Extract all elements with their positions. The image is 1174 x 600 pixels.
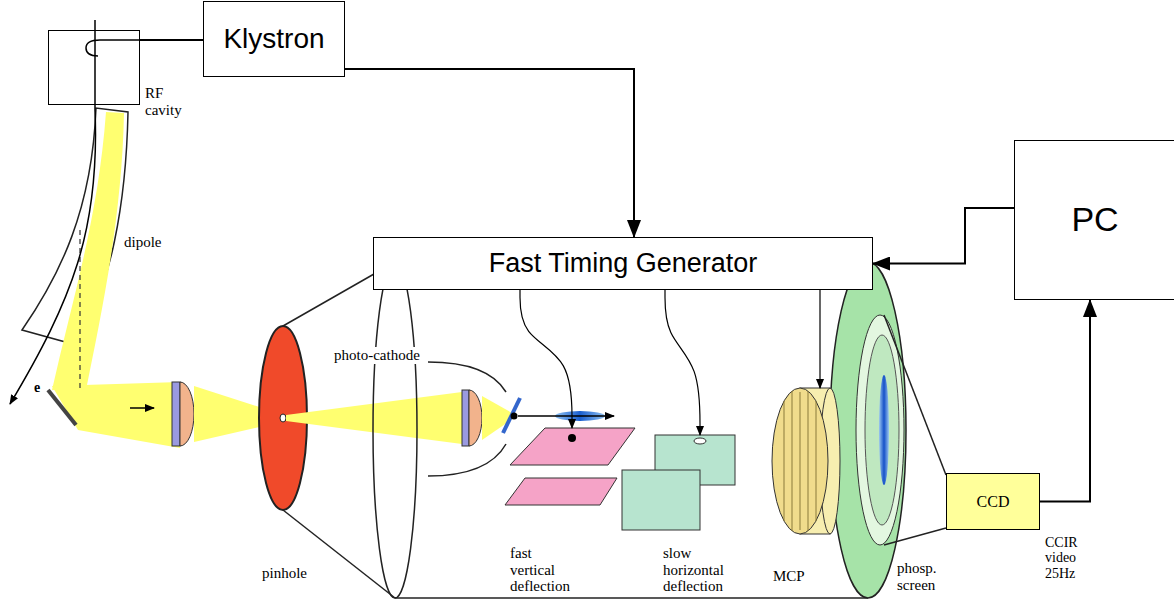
lens: [469, 390, 482, 446]
plate-contact: [694, 438, 706, 444]
timing-generator-box: Fast Timing Generator: [373, 237, 873, 290]
mirror: [48, 390, 76, 425]
lens-mount: [462, 390, 469, 446]
connector: [819, 290, 820, 388]
vertical-deflection-plates: fast vertical deflection: [500, 428, 640, 597]
deflection-plate: [510, 428, 635, 465]
lens-mount: [172, 382, 180, 446]
tube-end: [373, 262, 417, 598]
part-label: dipole: [124, 234, 162, 251]
mcp-part: MCP: [765, 388, 835, 587]
mcp-channels: [784, 391, 816, 531]
connector: [665, 290, 700, 435]
camera-cone: [884, 315, 946, 475]
synchrotron-light: [52, 112, 124, 390]
pc-box: PC: [1014, 140, 1174, 300]
camera-cone: [884, 528, 946, 545]
electrode: [428, 362, 506, 392]
lens: [180, 382, 194, 446]
deflection-plate: [505, 478, 617, 505]
node-text: slow horizontal deflection: [663, 545, 729, 595]
node-text: MCP: [773, 568, 833, 585]
connector: [520, 290, 572, 428]
electron-beam: [10, 20, 96, 404]
part-label: pinhole: [262, 565, 307, 582]
mcp-face: [772, 388, 828, 534]
node-text: Klystron: [223, 24, 324, 55]
node-text: fast vertical deflection: [510, 545, 576, 595]
deflection-plate: [622, 470, 700, 530]
ccd-box: CCD: [946, 473, 1040, 530]
part-label: photo-cathode: [334, 347, 420, 364]
connector: [140, 39, 203, 41]
plate-contact: [568, 434, 576, 442]
rf-cavity-box: RF cavity: [48, 30, 140, 105]
photo-cathode: [503, 398, 520, 433]
connector: [345, 69, 634, 237]
node-text: Fast Timing Generator: [489, 249, 758, 279]
electron-path: [518, 415, 614, 417]
screen-image: [865, 335, 899, 525]
particle-label: e: [34, 380, 40, 395]
part-label: phosp. screen: [897, 560, 947, 593]
node-text: RF cavity: [145, 85, 191, 118]
node-text: CCD: [977, 493, 1010, 511]
connector: [873, 208, 1014, 264]
light-direction-arrow: [130, 407, 154, 409]
signal-label: CCIR video 25Hz: [1045, 535, 1087, 581]
connector: [1040, 300, 1090, 502]
horizontal-deflection-plates: slow horizontal deflection: [620, 435, 740, 597]
klystron-box: Klystron: [203, 1, 345, 77]
electrode: [428, 444, 506, 476]
tube-outline: [395, 597, 868, 599]
streak-image: [879, 375, 889, 485]
phosphor-screen: [830, 262, 906, 598]
emission-point: [511, 413, 518, 420]
tube-outline: [283, 510, 395, 598]
light-beam: [52, 382, 180, 448]
pinhole-aperture: [280, 414, 286, 422]
coupling-loop: [86, 40, 140, 56]
node-text: PC: [1071, 201, 1118, 238]
